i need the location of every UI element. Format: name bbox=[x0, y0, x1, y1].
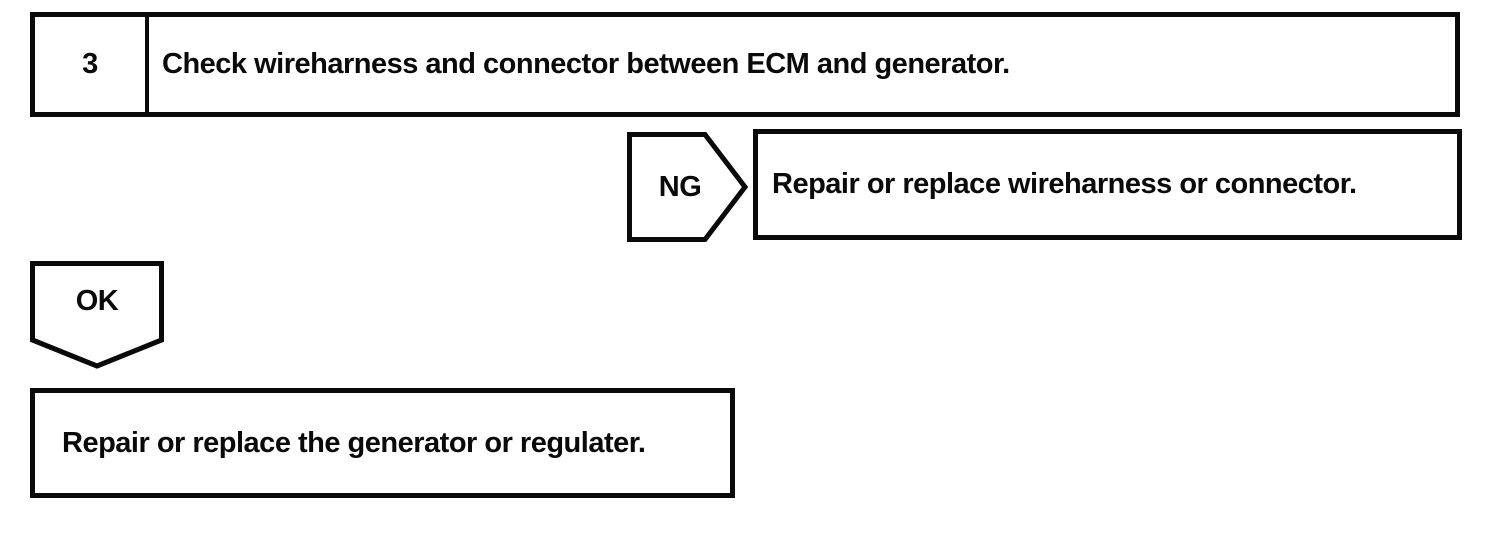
step-box: 3 Check wireharness and connector betwee… bbox=[30, 12, 1460, 117]
ok-connector: OK bbox=[30, 261, 164, 369]
ng-action-text: Repair or replace wireharness or connect… bbox=[772, 168, 1357, 200]
ok-action-box: Repair or replace the generator or regul… bbox=[30, 388, 735, 498]
step-instruction-cell: Check wireharness and connector between … bbox=[149, 48, 1455, 81]
ok-connector-label: OK bbox=[75, 284, 119, 317]
ng-connector-label: NG bbox=[658, 170, 702, 203]
ng-pentagon-right-icon bbox=[627, 132, 748, 242]
ng-action-box: Repair or replace wireharness or connect… bbox=[753, 129, 1462, 240]
step-instruction: Check wireharness and connector between … bbox=[162, 48, 1010, 80]
ok-pentagon-down-icon bbox=[30, 261, 164, 369]
step-number-cell: 3 bbox=[35, 17, 149, 112]
ok-action-text: Repair or replace the generator or regul… bbox=[62, 426, 646, 459]
step-number: 3 bbox=[82, 48, 98, 80]
ng-connector: NG bbox=[627, 132, 748, 242]
